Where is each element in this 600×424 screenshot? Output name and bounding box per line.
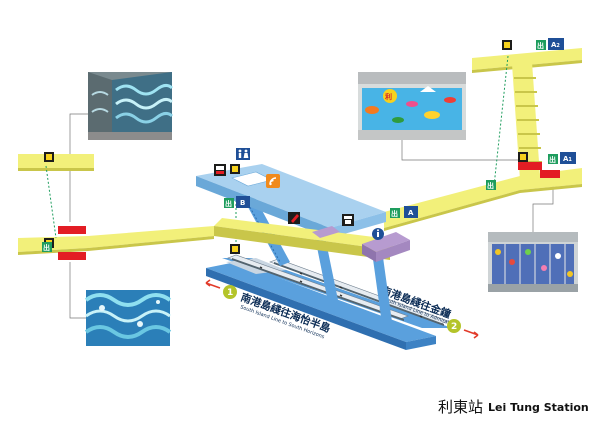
svg-text:出: 出: [225, 199, 232, 208]
lift-icon: [502, 40, 512, 50]
exit-sign-icon: 出: [42, 242, 52, 252]
exit-sign-icon: 出: [486, 180, 496, 190]
lift-icon: [518, 152, 528, 162]
exit-sign-icon: 出: [536, 40, 546, 50]
leader-line: [532, 184, 554, 232]
mural-blue-tiles-photo: [84, 290, 172, 346]
information-icon: [372, 228, 384, 240]
mural-wall-panels-photo: [488, 232, 578, 292]
customer-service-icon: [214, 164, 226, 176]
wifi-icon: [266, 174, 280, 188]
svg-text:出: 出: [549, 155, 556, 164]
direction-2-marker: 2: [447, 319, 479, 339]
svg-text:A1: A1: [563, 155, 572, 163]
shop-kiosk: [362, 232, 410, 252]
barrier-gate: [518, 162, 542, 170]
svg-text:出: 出: [537, 41, 544, 50]
exit-a-letter: A: [408, 209, 414, 217]
staircase: [512, 62, 542, 180]
barrier-gate: [58, 252, 86, 260]
platform: 南港島綫往海怡半島 South Island Line to South Hor…: [206, 254, 454, 350]
exit-a-badge: A: [404, 206, 418, 218]
exit-a1-letter: A: [563, 155, 569, 163]
exit-b-badge: B: [236, 196, 250, 208]
west-walkway: [18, 154, 214, 255]
svg-text:出: 出: [43, 243, 50, 252]
exit-a1-suffix: 1: [568, 157, 572, 163]
exit-a2-letter: A: [551, 41, 557, 49]
exit-a2-suffix: 2: [556, 43, 560, 49]
toilet-icon: [236, 148, 250, 160]
lift-icon: [44, 152, 54, 162]
barrier-gate: [540, 170, 560, 178]
ticket-gates: [312, 226, 340, 238]
mural-colorful-fish-photo: 利: [358, 72, 466, 140]
svg-text:A2: A2: [551, 41, 560, 49]
direction-1-number: 1: [227, 288, 233, 298]
concourse: [196, 164, 398, 260]
lift-shaft: [45, 165, 57, 239]
lift-icon: [230, 244, 240, 254]
arrow-right-icon: [463, 329, 479, 339]
exit-a2-badge: A2: [548, 38, 564, 50]
lift-icon: [230, 164, 240, 174]
exit-sign-icon: 出: [390, 208, 400, 218]
barrier-gate: [58, 226, 86, 234]
support-column: [372, 250, 392, 324]
direction-1-marker: 1: [205, 279, 237, 299]
train-upper: [227, 254, 409, 321]
lift-shaft: [493, 55, 509, 187]
leader-line: [401, 140, 520, 161]
direction-2-number: 2: [451, 322, 457, 332]
arrow-left-icon: [205, 279, 221, 289]
exit-b-letter: B: [240, 199, 245, 207]
exit-a1-badge: A1: [560, 152, 576, 164]
exit-sign-icon: 出: [224, 198, 234, 208]
shop-kiosk-side: [362, 244, 376, 262]
station-name-en: Lei Tung Station: [488, 401, 589, 414]
station-name-cn: 利東站: [438, 398, 483, 416]
ticket-machine-icon: [288, 212, 300, 224]
svg-text:出: 出: [487, 181, 494, 190]
leader-line: [69, 113, 88, 222]
exit-sign-icon: 出: [548, 154, 558, 164]
leader-line: [69, 262, 86, 319]
mural-blue-wave-photo: [88, 72, 174, 140]
svg-text:出: 出: [391, 209, 398, 218]
ticket-machine-icon: [342, 214, 354, 226]
svg-text:利: 利: [385, 92, 392, 101]
shop-kiosk-front: [376, 240, 410, 262]
